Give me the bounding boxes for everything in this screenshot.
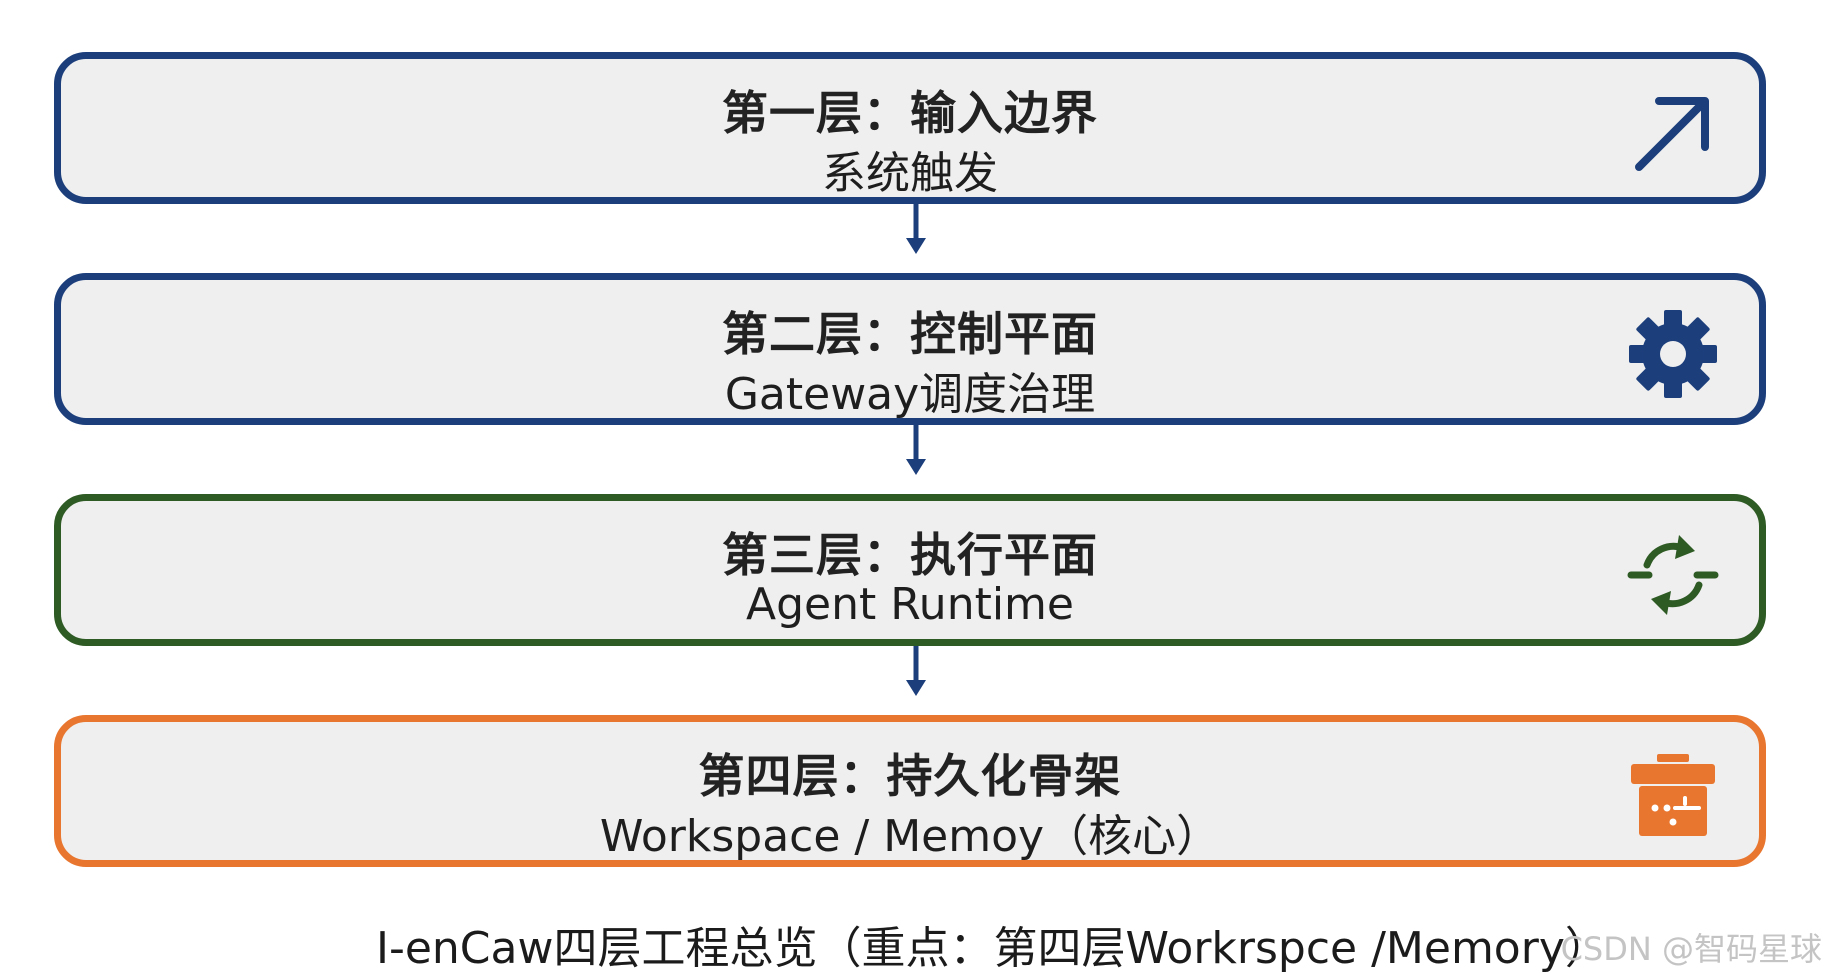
gear-icon bbox=[1625, 306, 1721, 402]
layer-4-title: 第四层：持久化骨架 bbox=[698, 749, 1122, 803]
diagram-caption: I-enCaw四层工程总览（重点：第四层Workrspce /Memory） bbox=[376, 923, 1609, 974]
storage-box-icon bbox=[1625, 748, 1721, 844]
layer-2-box: 第二层：控制平面 Gateway调度治理 bbox=[54, 273, 1766, 425]
layer-1-box: 第一层：输入边界 系统触发 bbox=[54, 52, 1766, 204]
flow-arrow-1 bbox=[904, 204, 928, 256]
layer-4-box: 第四层：持久化骨架 Workspace / Memoy（核心） bbox=[54, 715, 1766, 867]
layer-3-title: 第三层：执行平面 bbox=[722, 528, 1098, 582]
layer-3-box: 第三层：执行平面 Agent Runtime bbox=[54, 494, 1766, 646]
layer-1-subtitle: 系统触发 bbox=[822, 148, 998, 199]
watermark: CSDN @智码星球 bbox=[1560, 930, 1822, 968]
cycle-icon bbox=[1625, 527, 1721, 623]
layer-2-subtitle: Gateway调度治理 bbox=[724, 369, 1096, 420]
layer-1-title: 第一层：输入边界 bbox=[722, 86, 1098, 140]
layer-4-subtitle: Workspace / Memoy（核心） bbox=[599, 811, 1221, 862]
layer-3-subtitle: Agent Runtime bbox=[745, 579, 1074, 630]
arrow-up-right-icon bbox=[1625, 85, 1721, 181]
flow-arrow-2 bbox=[904, 425, 928, 477]
flow-arrow-3 bbox=[904, 646, 928, 698]
layer-2-title: 第二层：控制平面 bbox=[722, 307, 1098, 361]
